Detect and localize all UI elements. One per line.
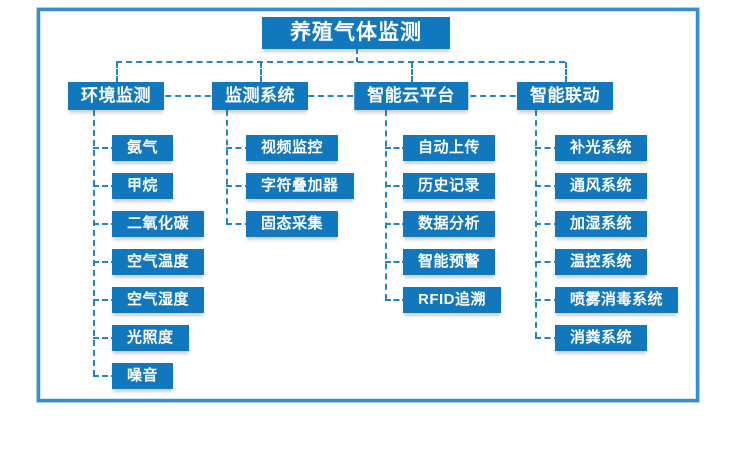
node-methane: 甲烷 [112, 173, 174, 199]
child-stub [93, 223, 117, 225]
child-stub [93, 375, 117, 377]
main-horizontal-connector [116, 61, 565, 63]
branch-stub [116, 62, 118, 82]
branch-link [116, 95, 260, 97]
child-stub [93, 337, 117, 339]
node-data-analysis: 数据分析 [403, 211, 496, 237]
branch-smart-linkage: 智能联动 [517, 82, 613, 110]
root-title-breeding-gas-monitoring: 养殖气体监测 [262, 17, 450, 49]
child-stub [226, 147, 251, 149]
node-rfid-trace: RFID追溯 [403, 287, 501, 313]
branch-link [411, 95, 565, 97]
node-manure-removal-system: 消粪系统 [555, 325, 648, 351]
branch-stub [565, 62, 567, 82]
node-video-surveillance: 视频监控 [246, 135, 339, 161]
node-ventilation-system: 通风系统 [555, 173, 648, 199]
child-stub [93, 299, 117, 301]
branch-link [260, 95, 411, 97]
node-character-overlay: 字符叠加器 [246, 173, 354, 199]
node-ammonia: 氨气 [112, 135, 174, 161]
child-stub [535, 185, 560, 187]
child-stub [535, 299, 560, 301]
node-noise: 噪音 [112, 363, 174, 389]
node-solid-state-collection: 固态采集 [246, 211, 339, 237]
child-stub [385, 261, 408, 263]
column-spine [93, 110, 95, 376]
child-stub [385, 223, 408, 225]
node-spray-disinfection-system: 喷雾消毒系统 [555, 287, 679, 313]
child-stub [93, 147, 117, 149]
child-stub [385, 299, 408, 301]
column-spine [385, 110, 387, 300]
child-stub [93, 261, 117, 263]
node-auto-upload: 自动上传 [403, 135, 496, 161]
node-supplementary-light-system: 补光系统 [555, 135, 648, 161]
node-air-temperature: 空气温度 [112, 249, 205, 275]
branch-stub [411, 62, 413, 82]
child-stub [385, 147, 408, 149]
child-stub [226, 223, 251, 225]
child-stub [385, 185, 408, 187]
child-stub [226, 185, 251, 187]
title-connector [356, 49, 358, 62]
child-stub [535, 223, 560, 225]
child-stub [535, 147, 560, 149]
node-temperature-control-system: 温控系统 [555, 249, 648, 275]
column-spine [226, 110, 228, 224]
node-carbon-dioxide: 二氧化碳 [112, 211, 205, 237]
branch-environment-monitoring: 环境监测 [68, 82, 164, 110]
branch-stub [260, 62, 262, 82]
branch-monitoring-system: 监测系统 [212, 82, 308, 110]
child-stub [535, 337, 560, 339]
node-smart-alert: 智能预警 [403, 249, 496, 275]
node-humidification-system: 加湿系统 [555, 211, 648, 237]
node-air-humidity: 空气湿度 [112, 287, 205, 313]
node-illuminance: 光照度 [112, 325, 189, 351]
child-stub [535, 261, 560, 263]
child-stub [93, 185, 117, 187]
branch-smart-cloud-platform: 智能云平台 [354, 82, 468, 110]
node-history-record: 历史记录 [403, 173, 496, 199]
